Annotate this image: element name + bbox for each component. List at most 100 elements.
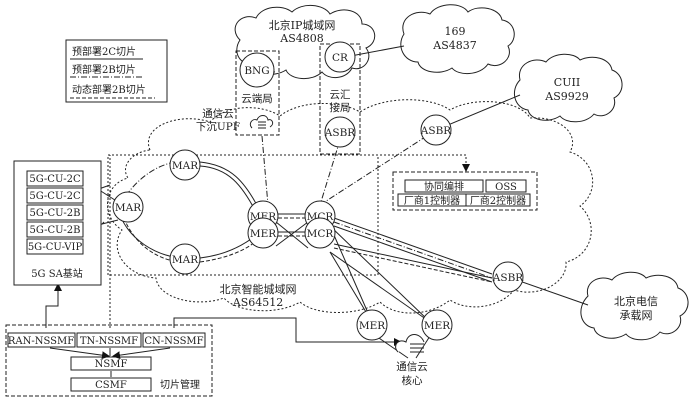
link-mcr-mer-low1b [329, 251, 373, 323]
link-cn-core [173, 317, 402, 346]
node-asbr-agg: ASBR [324, 116, 356, 148]
slice-mgmt-title: 切片管理 [160, 378, 200, 391]
cn-nssmf-box [142, 332, 206, 348]
cloud-smart-metro-as: AS64512 [232, 296, 283, 309]
link-mcr-asbr-2 [333, 221, 493, 279]
vendor1-controller-label: 厂商1控制器 [404, 194, 460, 207]
upf-label-2: 下沉UPF [196, 120, 240, 133]
link-upf-mer [261, 135, 269, 206]
node-asbr-telecom: ASBR [492, 261, 524, 293]
link-cross-2 [275, 221, 309, 247]
site-cloud-edge: 云端局 [235, 50, 280, 136]
link-mcr-asbr-1 [333, 217, 493, 275]
link-mer-core-1 [375, 335, 409, 359]
node-mer-mid: MER [247, 217, 279, 249]
cloud-169-name: 169 [445, 25, 466, 38]
link-mcr-mer-low2b [329, 225, 431, 323]
node-asbr-cuii: ASBR [420, 114, 452, 146]
svg-text:ASBR: ASBR [492, 272, 524, 284]
tn-nssmf-label: TN-NSSMF [80, 336, 138, 347]
link-mcr-asbr-3 [333, 225, 493, 283]
node-mer-low2: MER [421, 309, 453, 341]
svg-text:MAR: MAR [172, 254, 199, 266]
legend: 预部署2C切片 预部署2B切片 动态部署2B切片 [65, 39, 168, 103]
link-mcr-mer-low2 [329, 251, 431, 323]
nodes: BNG CR ASBR ASBR ASBR MAR MAR MAR MER ME… [112, 41, 524, 341]
link-ran-basestation [45, 283, 62, 328]
cloud-telecom: 北京电信 承载网 [580, 271, 689, 341]
cu-item: 5G-CU-2B [30, 208, 81, 219]
cu-list: 5G-CU-2C 5G-CU-2C 5G-CU-2B 5G-CU-2B 5G-C… [26, 170, 84, 255]
nsmf-box [70, 356, 152, 371]
tn-nssmf-box [76, 332, 142, 348]
link-mcr-mer-low1 [329, 225, 373, 323]
cloud-ip-metro-name: 北京IP城域网 [269, 18, 336, 32]
control-arrow [108, 154, 470, 172]
link-mer-core-2 [415, 335, 431, 359]
control-domain-boundary [107, 154, 379, 276]
vendor2-controller-label: 厂商2控制器 [470, 194, 526, 207]
link-cross-1 [275, 221, 309, 249]
slice-management: RAN-NSSMF TN-NSSMF CN-NSSMF NSMF CSMF 切片… [5, 324, 213, 397]
orchestration-label: 协同编排 [424, 180, 464, 193]
node-mar-bottom: MAR [169, 243, 201, 275]
cu-item: 5G-CU-2C [29, 174, 81, 185]
base-station: 5G-CU-2C 5G-CU-2C 5G-CU-2B 5G-CU-2B 5G-C… [13, 160, 102, 286]
core-cloud-server-icon [395, 334, 425, 353]
upf-label-1: 通信云 [202, 108, 234, 120]
svg-text:ASBR: ASBR [324, 127, 356, 139]
cu-item: 5G-CU-2C [29, 191, 81, 202]
cloud-169: 169 AS4837 [400, 4, 515, 74]
site-cloud-edge-label: 云端局 [241, 92, 273, 105]
svg-text:ASBR: ASBR [420, 125, 452, 137]
cloud-cuii-as: AS9929 [544, 90, 588, 103]
node-mar-top: MAR [169, 149, 201, 181]
cloud-cuii: CUII AS9929 [513, 53, 623, 123]
cloud-smart-metro-name: 北京智能城域网 [220, 282, 297, 296]
nsmf-label: NSMF [95, 359, 128, 370]
upf-cloud-server-icon [249, 115, 274, 129]
oss-label: OSS [495, 182, 517, 193]
controller-panel: 协同编排 OSS 厂商1控制器 厂商2控制器 [392, 171, 538, 211]
cloud-cuii-name: CUII [554, 76, 580, 89]
core-label-1: 通信云 [396, 361, 428, 373]
cloud-169-as: AS4837 [432, 39, 476, 52]
csmf-label: CSMF [95, 380, 127, 391]
ran-nssmf-label: RAN-NSSMF [8, 336, 74, 347]
vendor2-controller-box [465, 193, 531, 207]
legend-label-dynamic-2b: 动态部署2B切片 [72, 83, 146, 96]
base-station-title: 5G SA基站 [31, 267, 83, 280]
csmf-box [70, 377, 152, 392]
cn-nssmf-label: CN-NSSMF [144, 336, 203, 347]
svg-text:MER: MER [250, 228, 277, 240]
svg-text:MAR: MAR [115, 202, 142, 214]
core-label-2: 核心 [402, 374, 423, 387]
node-mer-low1: MER [356, 309, 388, 341]
orchestration-box [404, 179, 484, 193]
legend-label-2c: 预部署2C切片 [72, 45, 136, 58]
svg-text:MER: MER [359, 320, 386, 332]
link-mcr-asbr-4 [333, 243, 493, 279]
ran-nssmf-box [7, 332, 76, 348]
cu-item: 5G-CU-VIP [28, 242, 83, 253]
cu-item: 5G-CU-2B [30, 225, 81, 236]
oss-box [485, 179, 527, 193]
cloud-telecom-line2: 承载网 [620, 309, 653, 322]
svg-text:CR: CR [332, 52, 349, 64]
node-mar-left: MAR [112, 191, 144, 223]
link-asbr-mcr-dash [319, 129, 437, 206]
site-cloud-agg-label-2: 接局 [330, 101, 351, 114]
cloud-ip-metro-as: AS4808 [279, 32, 323, 45]
cloud-smart-metro: 北京智能城域网 AS64512 [107, 99, 594, 314]
link-asbr-mcr [319, 139, 341, 206]
node-bng: BNG [239, 52, 275, 88]
svg-text:MAR: MAR [172, 160, 199, 172]
legend-label-2b: 预部署2B切片 [72, 63, 136, 76]
node-cr: CR [324, 41, 356, 73]
cloud-telecom-line1: 北京电信 [614, 294, 658, 308]
link-mcr-asbr-5 [333, 247, 493, 283]
svg-text:MCR: MCR [307, 228, 335, 240]
link-mar-top-mer-2 [199, 165, 259, 217]
site-cloud-agg-label-1: 云汇 [330, 88, 351, 101]
